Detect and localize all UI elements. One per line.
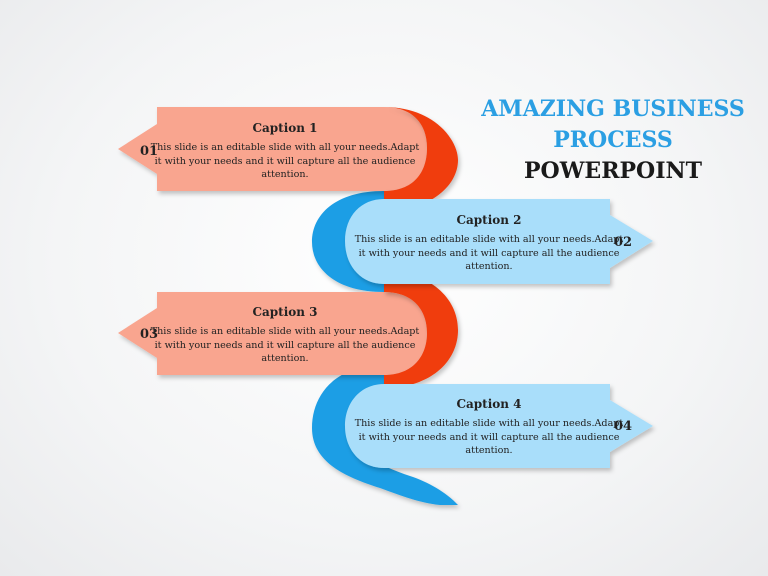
card-3-shape bbox=[118, 292, 427, 375]
description-1: This slide is an editable slide with all… bbox=[150, 142, 420, 180]
caption-4: Caption 4 bbox=[456, 397, 522, 411]
red-ribbon-1 bbox=[330, 107, 458, 212]
title-line2-blue: PROCESS bbox=[553, 127, 673, 153]
description-3: This slide is an editable slide with all… bbox=[150, 326, 420, 364]
card-2-shape bbox=[345, 199, 653, 284]
blue-ribbon-2 bbox=[312, 365, 458, 505]
step-number-2: 02 bbox=[614, 235, 633, 250]
step-number-3: 03 bbox=[140, 327, 159, 342]
slide-title: AMAZING BUSINESS PROCESS POWERPOINT bbox=[468, 94, 758, 187]
description-2: This slide is an editable slide with all… bbox=[354, 234, 624, 272]
step-3: Caption 3 This slide is an editable slid… bbox=[150, 305, 420, 366]
step-2: Caption 2 This slide is an editable slid… bbox=[354, 213, 624, 274]
title-line2-dark: POWERPOINT bbox=[524, 158, 702, 184]
step-number-4: 04 bbox=[614, 419, 633, 434]
description-4: This slide is an editable slide with all… bbox=[354, 418, 624, 456]
step-1: Caption 1 This slide is an editable slid… bbox=[150, 121, 420, 182]
step-number-1: 01 bbox=[140, 144, 159, 159]
card-1-shape bbox=[118, 107, 427, 191]
caption-3: Caption 3 bbox=[252, 305, 318, 319]
card-4-shape bbox=[345, 384, 653, 468]
title-line1: AMAZING BUSINESS bbox=[481, 96, 745, 122]
step-4: Caption 4 This slide is an editable slid… bbox=[354, 397, 624, 458]
caption-1: Caption 1 bbox=[252, 121, 318, 135]
caption-2: Caption 2 bbox=[456, 213, 522, 227]
red-ribbon-2 bbox=[384, 270, 458, 388]
